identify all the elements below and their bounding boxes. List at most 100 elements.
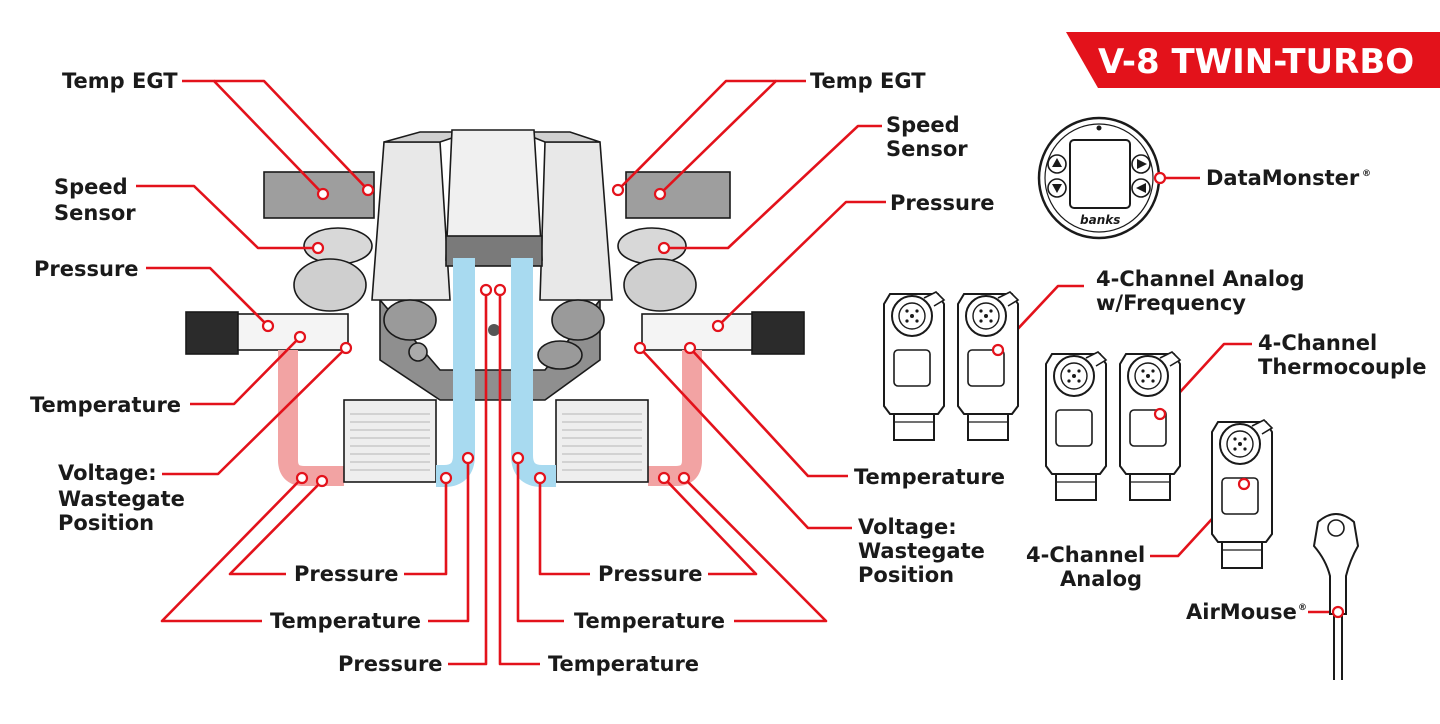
label-temperature-center: Temperature: [548, 652, 699, 676]
label-temperature-bottom-right: Temperature: [574, 609, 725, 633]
sensor-bottom-right-3: [657, 471, 671, 485]
leader-pressure-right: [717, 200, 886, 327]
left-hot-charge-pipe: [278, 350, 344, 486]
leader-pressure-left: [146, 266, 269, 327]
leader-voltage-right: [639, 347, 852, 530]
leader-temperature-bottom-left-a: [160, 477, 303, 623]
leader-pressure-bottom-right-b: [663, 477, 758, 576]
module-thermocouple-b: [1119, 351, 1181, 501]
leader-temperature-bottom-left-b: [428, 458, 470, 623]
leader-temperature-right: [689, 347, 848, 478]
sensor-bottom-left-2: [315, 474, 329, 488]
label-speed-sensor-right-2: Sensor: [886, 137, 968, 161]
left-arrow-icon: [1136, 183, 1146, 193]
label-voltage-right-2: Wastegate: [858, 539, 985, 563]
left-air-filter: [185, 311, 239, 355]
module-thermocouple-a: [1045, 351, 1107, 501]
leader-pressure-center: [448, 290, 488, 666]
leader-temperature-center: [498, 290, 540, 666]
leader-temp-egt-right-2: [617, 79, 776, 191]
engine-illustration: [185, 129, 805, 487]
sensor-bottom-left-3: [439, 471, 453, 485]
pulley-right: [551, 299, 605, 341]
leader-pressure-bottom-right-a: [538, 478, 590, 576]
crank-bolt: [488, 324, 500, 336]
label-pressure-left: Pressure: [34, 257, 139, 281]
down-arrow-icon: [1052, 184, 1062, 193]
title-banner-bg: [1066, 32, 1440, 88]
right-turbine-housing: [617, 227, 687, 265]
left-compressor-housing: [293, 258, 367, 312]
sensor-analog-freq: [991, 343, 1005, 357]
right-cylinder-bank: [539, 141, 613, 301]
label-speed-sensor-right-1: Speed: [886, 113, 960, 137]
label-analog-freq-2: w/Frequency: [1096, 291, 1246, 315]
label-thermocouple-1: 4-Channel: [1258, 331, 1377, 355]
right-compressor-housing: [623, 258, 697, 312]
leader-speed-right: [664, 124, 882, 250]
device-points: [991, 343, 1251, 491]
sensor-points: [261, 183, 725, 488]
pulley-lower: [537, 340, 583, 370]
right-intake-tube: [641, 313, 753, 351]
sensor-bottom-right-4: [677, 471, 691, 485]
label-voltage-right-3: Position: [858, 563, 954, 587]
label-analog-freq-1: 4-Channel Analog: [1096, 267, 1305, 291]
module-analog-freq-b: [957, 291, 1019, 441]
airmouse-port: [1327, 519, 1345, 537]
label-analog-1: 4-Channel: [1026, 543, 1145, 567]
datamonster-inner-ring: [1044, 123, 1154, 233]
sensor-voltage-left: [339, 341, 353, 355]
label-thermocouple-2: Thermocouple: [1258, 355, 1426, 379]
label-voltage-right-1: Voltage:: [858, 515, 957, 539]
label-voltage-left-1: Voltage:: [58, 461, 157, 485]
airmouse-cable: [1333, 614, 1343, 680]
leader-temperature-bottom-right-a: [516, 458, 564, 623]
left-cylinder-bank: [371, 141, 451, 301]
leader-temperature-bottom-right-b: [683, 477, 828, 623]
label-pressure-center: Pressure: [338, 652, 443, 676]
datamonster-brand: banks: [1080, 213, 1120, 227]
leader-temperature-left: [190, 336, 301, 406]
datamonster-registered: ®: [1362, 169, 1371, 179]
label-temp-egt-right: Temp EGT: [810, 69, 926, 93]
label-temperature-right: Temperature: [854, 465, 1005, 489]
engine-labels: Temp EGT Temp EGT Speed Sensor Speed Sen…: [30, 69, 1005, 676]
sensor-center-1: [479, 283, 493, 297]
airmouse-device: AirMouse ®: [1186, 513, 1360, 680]
datamonster-device: banks DataMonster ®: [1037, 116, 1371, 240]
sensor-airmouse: [1331, 605, 1345, 619]
sensor-bottom-right-1: [511, 451, 525, 465]
label-temp-egt-left: Temp EGT: [62, 69, 178, 93]
datamonster-screen: [1069, 139, 1131, 209]
leader-temp-egt-left-2: [214, 79, 369, 191]
label-voltage-left-2: Wastegate: [58, 487, 185, 511]
airmouse-registered: ®: [1298, 603, 1307, 613]
title-text: V-8 TWIN-TURBO: [1098, 42, 1414, 82]
label-analog-2: Analog: [1060, 567, 1142, 591]
label-pressure-bottom-right: Pressure: [598, 562, 703, 586]
module-analog: [1211, 419, 1273, 569]
module-analog-freq-a: [883, 291, 945, 441]
right-bank-top: [519, 131, 601, 143]
sensor-speed-right: [657, 241, 671, 255]
device-labels: 4-Channel Analog w/Frequency 4-Channel T…: [1026, 267, 1426, 591]
sensor-egt-right-b: [611, 183, 625, 197]
sensor-temperature-right: [683, 341, 697, 355]
right-exhaust-pipe: [625, 171, 731, 219]
sensor-bottom-right-2: [533, 471, 547, 485]
sensor-speed-left: [311, 241, 325, 255]
sensor-voltage-right: [633, 341, 647, 355]
label-speed-sensor-left-2: Sensor: [54, 201, 136, 225]
pulley-left: [383, 299, 437, 341]
sensor-egt-right-a: [653, 187, 667, 201]
airmouse-body: [1312, 513, 1360, 615]
leader-speed-left: [136, 184, 318, 250]
datamonster-indicator-dot: [1096, 125, 1102, 131]
sensor-thermocouple: [1153, 407, 1167, 421]
label-pressure-right: Pressure: [890, 191, 995, 215]
right-hot-charge-pipe: [648, 350, 702, 486]
sensor-egt-left-a: [316, 187, 330, 201]
